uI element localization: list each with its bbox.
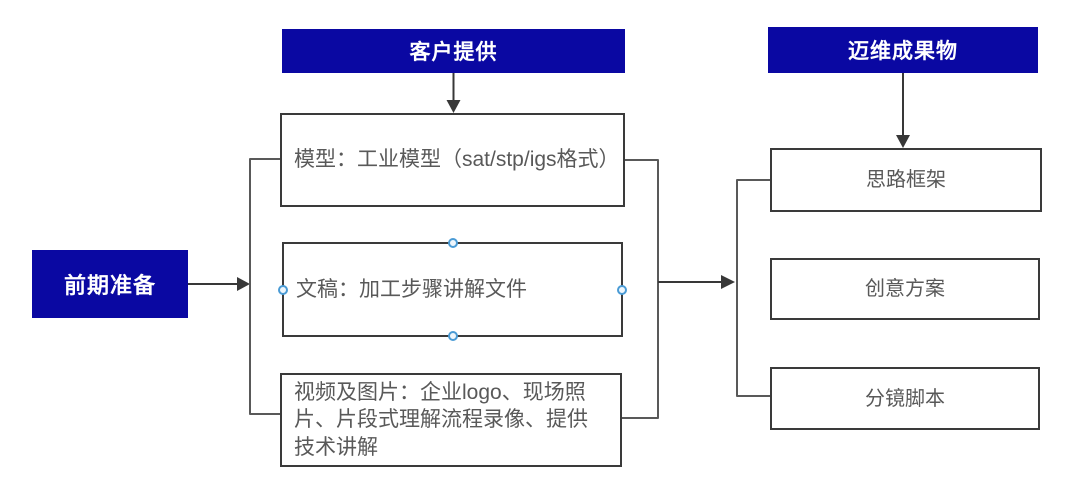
node-model[interactable]: 模型：工业模型（sat/stp/igs格式） (280, 113, 625, 207)
node-video-images[interactable]: 视频及图片：企业logo、现场照片、片段式理解流程录像、提供技术讲解 (280, 373, 622, 467)
node-idea-framework-label: 思路框架 (866, 169, 946, 191)
header-customer-provides-label: 客户提供 (409, 41, 498, 64)
arrow-customer-to-model (446, 73, 461, 113)
node-creative-plan[interactable]: 创意方案 (770, 258, 1040, 320)
arrow-middle-to-right-bracket (658, 275, 735, 289)
node-model-label: 模型：工业模型（sat/stp/igs格式） (294, 148, 620, 172)
arrow-prep-to-left-bracket (188, 277, 250, 291)
bracket-middle-right (622, 159, 659, 419)
node-preliminary-preparation-label: 前期准备 (63, 273, 156, 298)
selection-handle-bottom[interactable] (447, 331, 458, 341)
node-preliminary-preparation[interactable]: 前期准备 (32, 250, 188, 318)
selection-handle-right[interactable] (617, 284, 627, 295)
arrow-maiwei-to-framework (896, 73, 910, 148)
node-storyboard-label: 分镜脚本 (865, 387, 945, 410)
node-document-label: 文稿：加工步骤讲解文件 (296, 277, 527, 301)
node-document[interactable]: 文稿：加工步骤讲解文件 (278, 238, 627, 341)
header-maiwei-deliverables[interactable]: 迈维成果物 (768, 27, 1038, 73)
header-customer-provides[interactable]: 客户提供 (282, 29, 625, 73)
node-creative-plan-label: 创意方案 (865, 278, 945, 300)
node-video-images-label: 视频及图片：企业logo、现场照片、片段式理解流程录像、提供技术讲解 (294, 381, 588, 459)
bracket-right (736, 179, 770, 397)
header-maiwei-deliverables-label: 迈维成果物 (848, 40, 958, 63)
selection-handle-top[interactable] (447, 238, 458, 248)
node-storyboard[interactable]: 分镜脚本 (770, 367, 1040, 430)
selection-handle-left[interactable] (278, 284, 288, 295)
node-idea-framework[interactable]: 思路框架 (770, 148, 1042, 212)
bracket-left (249, 158, 280, 415)
